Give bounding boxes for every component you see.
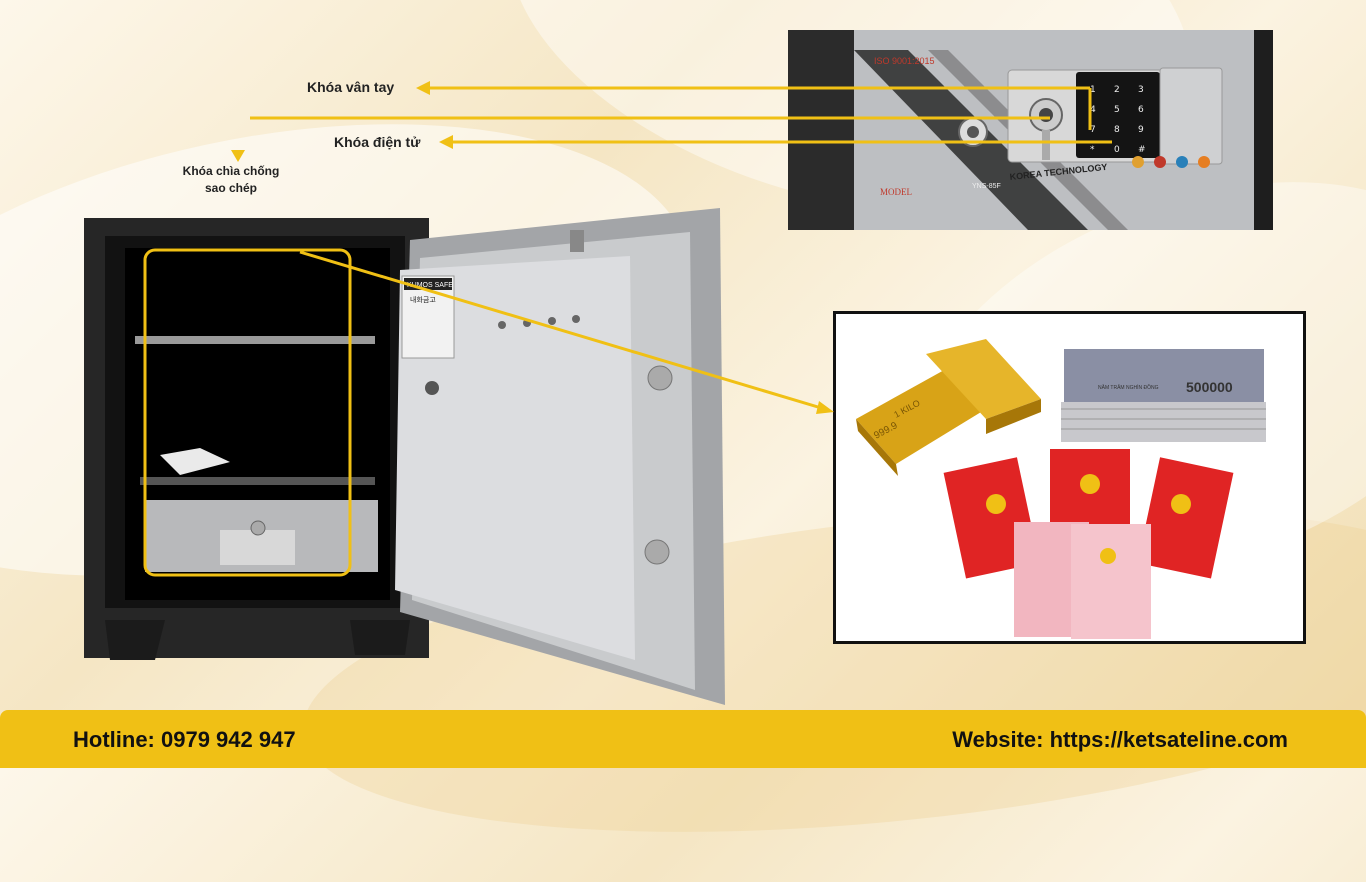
safe-body [84,218,429,660]
arrow-heads [231,81,834,414]
footer-bar: Hotline: 0979 942 947 Website: https://k… [0,710,1366,768]
lock-closeup-photo: ISO 9001:2015 MODEL YNS-85F KOREA TECHNO… [788,30,1273,230]
valuables-panel: 1 KILO 999.9 500000 NĂM TRĂM NGHÌN ĐỒNG [833,311,1306,644]
website-link[interactable]: Website: https://ketsateline.com [952,727,1288,752]
keypad-key: * [1090,145,1095,155]
keypad-key: 2 [1114,85,1120,95]
callout-arrows [250,86,1112,412]
keypad-key: 1 [1090,85,1096,95]
arrow-to-valuables [299,250,829,412]
iso-label: ISO 9001:2015 [874,56,935,66]
keypad-key: 0 [1114,145,1120,155]
banknote-text: NĂM TRĂM NGHÌN ĐỒNG [1098,384,1159,391]
safe-door: KUMOS SAFE 내화금고 [395,208,725,705]
keypad-key: 5 [1114,105,1120,115]
gold-bars-image: 1 KILO 999.9 [856,339,1041,476]
keypad-key: 6 [1138,105,1144,115]
banknote-value: 500000 [1186,379,1233,395]
keypad-key: 4 [1090,105,1096,115]
door-badge-subtitle: 내화금고 [410,295,436,304]
model-label: MODEL [880,187,912,197]
keypad-key: # [1138,145,1146,155]
key-lock-label: Khóa chìa chống sao chép [182,164,280,195]
keypad-key: 9 [1138,125,1144,135]
keypad-key: 7 [1090,125,1096,135]
model-code: YNS-85F [972,183,1001,190]
keypad-key: 3 [1138,85,1144,95]
electronic-lock-label: Khóa điện tử [334,134,421,150]
safe-illustration: KUMOS SAFE 내화금고 [84,81,1112,705]
fingerprint-lock-label: Khóa vân tay [307,79,395,95]
certificates-image [943,449,1234,639]
door-badge-title: KUMOS SAFE [407,282,453,289]
hotline-text[interactable]: Hotline: 0979 942 947 [73,727,296,752]
keypad-key: 8 [1114,125,1120,135]
banknotes-image: 500000 NĂM TRĂM NGHÌN ĐỒNG [1061,349,1266,442]
